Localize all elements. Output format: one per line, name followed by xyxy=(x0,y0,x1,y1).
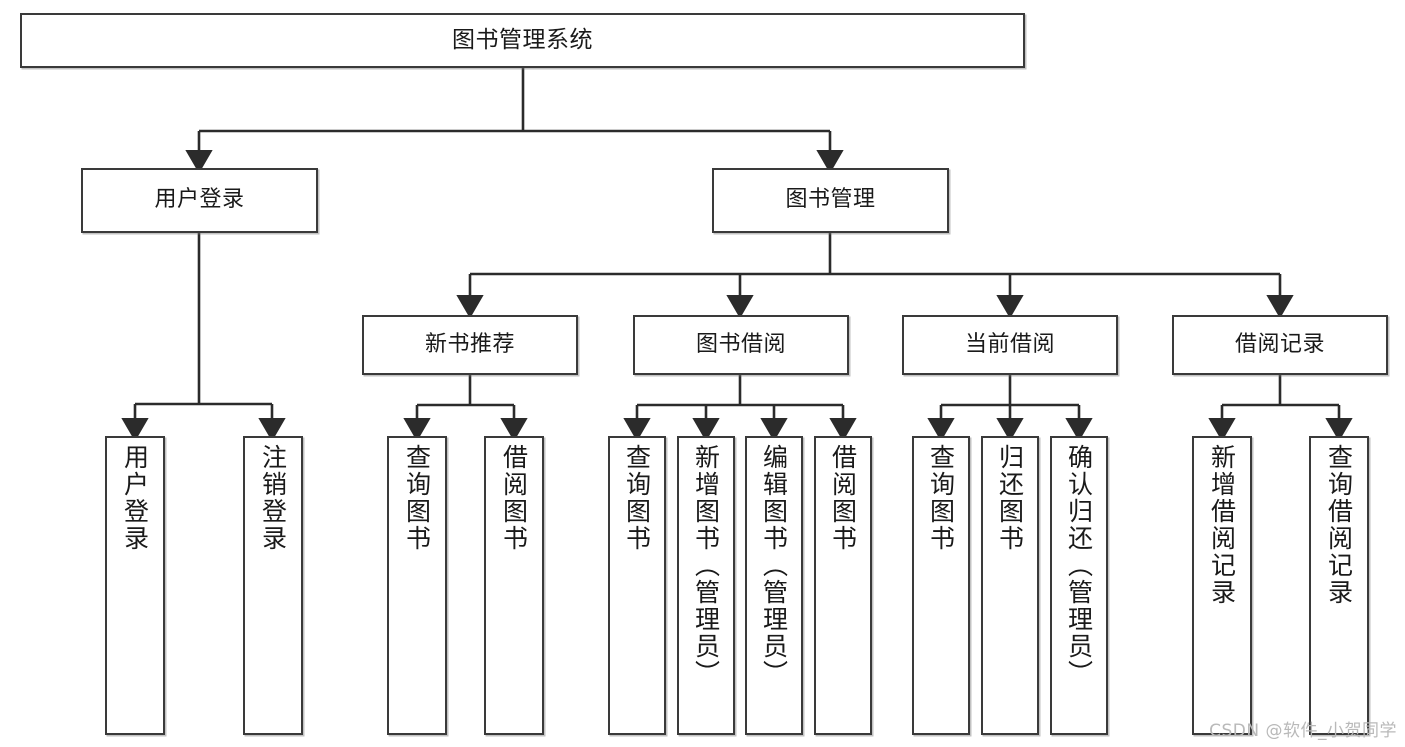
node-label: 查询图书 xyxy=(622,444,652,552)
node-label: 借阅图书 xyxy=(499,444,529,552)
node-leaf-user-login[interactable]: 用户登录 xyxy=(105,436,165,735)
node-label: 借阅记录 xyxy=(1234,331,1325,357)
node-label: 编辑图书（管理员） xyxy=(759,444,789,687)
node-leaf-confirm-return-admin[interactable]: 确认归还（管理员） xyxy=(1050,436,1108,735)
node-leaf-query-book-3[interactable]: 查询图书 xyxy=(912,436,970,735)
node-leaf-borrow-book-2[interactable]: 借阅图书 xyxy=(814,436,872,735)
node-label: 新增借阅记录 xyxy=(1207,444,1237,606)
node-leaf-add-borrow-record[interactable]: 新增借阅记录 xyxy=(1192,436,1252,735)
node-leaf-borrow-book-1[interactable]: 借阅图书 xyxy=(484,436,544,735)
node-label: 当前借阅 xyxy=(964,331,1055,357)
node-label: 新增图书（管理员） xyxy=(691,444,721,687)
node-leaf-query-borrow-record[interactable]: 查询借阅记录 xyxy=(1309,436,1369,735)
node-leaf-edit-book-admin[interactable]: 编辑图书（管理员） xyxy=(745,436,803,735)
node-label: 归还图书 xyxy=(995,444,1025,552)
node-leaf-query-book-2[interactable]: 查询图书 xyxy=(608,436,666,735)
node-book-borrow[interactable]: 图书借阅 xyxy=(633,315,849,375)
node-book-management[interactable]: 图书管理 xyxy=(712,168,949,233)
node-root-system[interactable]: 图书管理系统 xyxy=(20,13,1025,68)
node-label: 新书推荐 xyxy=(424,331,515,357)
node-leaf-return-book[interactable]: 归还图书 xyxy=(981,436,1039,735)
node-label: 图书借阅 xyxy=(695,331,786,357)
node-label: 图书管理 xyxy=(785,187,876,213)
node-borrow-record[interactable]: 借阅记录 xyxy=(1172,315,1388,375)
node-label: 图书管理系统 xyxy=(452,26,593,53)
csdn-watermark: CSDN @软件_小贺同学 xyxy=(1209,721,1397,741)
node-label: 用户登录 xyxy=(154,187,245,213)
node-label: 查询图书 xyxy=(926,444,956,552)
node-label: 注销登录 xyxy=(258,444,288,552)
node-label: 查询借阅记录 xyxy=(1324,444,1354,606)
node-user-login[interactable]: 用户登录 xyxy=(81,168,318,233)
node-new-book-recommend[interactable]: 新书推荐 xyxy=(362,315,578,375)
node-leaf-add-book-admin[interactable]: 新增图书（管理员） xyxy=(677,436,735,735)
node-label: 用户登录 xyxy=(120,444,150,552)
node-label: 借阅图书 xyxy=(828,444,858,552)
node-label: 确认归还（管理员） xyxy=(1064,444,1094,687)
node-leaf-logout-login[interactable]: 注销登录 xyxy=(243,436,303,735)
node-leaf-query-book-1[interactable]: 查询图书 xyxy=(387,436,447,735)
node-current-borrow[interactable]: 当前借阅 xyxy=(902,315,1118,375)
node-label: 查询图书 xyxy=(402,444,432,552)
